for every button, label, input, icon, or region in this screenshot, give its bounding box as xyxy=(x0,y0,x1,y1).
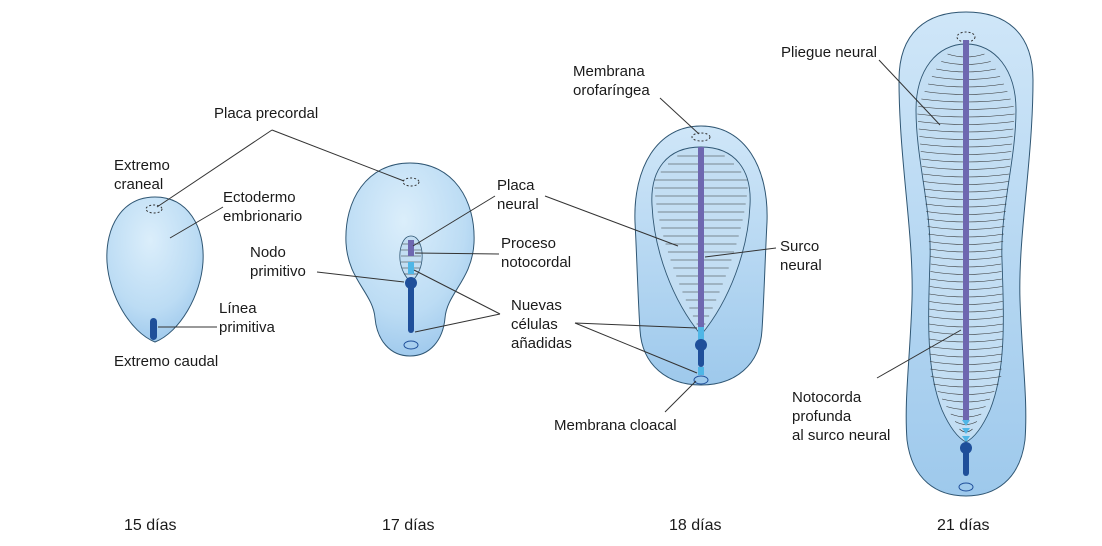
day-label-15: 15 días xyxy=(124,517,177,534)
label-nuevas-line3: añadidas xyxy=(511,335,572,352)
cloacal-membrane-18 xyxy=(693,375,709,385)
label-notocorda-profunda: Notocorda profunda al surco neural xyxy=(792,388,890,445)
label-pliegue-neural: Pliegue neural xyxy=(781,44,877,61)
leader-cloacal xyxy=(664,380,697,413)
streak-tip-18 xyxy=(698,367,704,375)
label-placa-neural-line2: neural xyxy=(497,196,539,213)
label-orofaringea-line1: Membrana xyxy=(573,63,645,80)
label-placa-precordal: Placa precordal xyxy=(214,105,319,122)
label-ectodermo-line2: embrionario xyxy=(223,208,303,225)
leader-nuevas-18a xyxy=(574,322,698,329)
label-placa-neural-line1: Placa xyxy=(497,177,535,194)
label-extremo-craneal-line2: craneal xyxy=(114,176,164,193)
day-label-18: 18 días xyxy=(669,517,722,534)
label-ectodermo-embrionario: Ectodermo embrionario xyxy=(223,188,302,226)
day-label-17: 17 días xyxy=(382,517,435,534)
label-nuevas-line1: Nuevas xyxy=(511,297,562,314)
cloacal-membrane-17 xyxy=(403,340,419,350)
primitive-streak-15 xyxy=(150,318,157,340)
label-surco-line1: Surco xyxy=(780,238,820,255)
label-linea-primitiva: Línea primitiva xyxy=(219,299,275,337)
leader-placa-neural-17 xyxy=(412,195,496,247)
leader-lines xyxy=(156,59,962,413)
leader-nuevas-18b xyxy=(574,322,698,374)
label-nuevas-celulas: Nuevas células añadidas xyxy=(511,296,572,353)
embryo-stage-21 xyxy=(898,11,1034,497)
label-nuevas-line2: células xyxy=(511,316,558,333)
label-ectodermo-line1: Ectodermo xyxy=(223,189,296,206)
label-notocorda-line1: Notocorda xyxy=(792,389,862,406)
label-notocorda-line2: profunda xyxy=(792,408,852,425)
new-cells-18 xyxy=(698,327,704,341)
label-nodo-primitivo: Nodo primitivo xyxy=(250,243,306,281)
primitive-streak-18 xyxy=(698,345,704,367)
leader-pliegue-neural xyxy=(878,59,941,126)
leader-placa-precordal-17 xyxy=(271,129,405,182)
primitive-streak-17 xyxy=(408,283,414,333)
label-extremo-craneal-line1: Extremo xyxy=(114,157,170,174)
notochord-21 xyxy=(963,40,969,420)
leader-orofaringea xyxy=(659,97,700,135)
label-orofaringea-line2: orofaríngea xyxy=(573,82,650,99)
oropharyngeal-membrane-18 xyxy=(691,132,711,142)
label-linea-line2: primitiva xyxy=(219,319,275,336)
label-membrana-orofaringea: Membrana orofaríngea xyxy=(573,62,650,100)
leader-surco-neural xyxy=(704,247,777,258)
label-nodo-line2: primitivo xyxy=(250,263,306,280)
label-surco-line2: neural xyxy=(780,257,822,274)
primitive-streak-21 xyxy=(963,448,969,476)
leader-nuevas-17b xyxy=(414,313,501,333)
leader-placa-precordal-15 xyxy=(156,129,273,208)
embryo-stage-18 xyxy=(634,125,768,386)
leader-proceso-notocordal xyxy=(414,252,500,255)
label-extremo-caudal: Extremo caudal xyxy=(114,353,219,370)
prechordal-plate-17 xyxy=(402,177,420,187)
label-extremo-craneal: Extremo craneal xyxy=(114,156,170,194)
leader-placa-neural-18 xyxy=(544,195,679,247)
leader-notocorda xyxy=(876,329,962,379)
label-surco-neural: Surco neural xyxy=(780,237,822,275)
label-placa-neural: Placa neural xyxy=(497,176,539,214)
leader-nuevas-17a xyxy=(413,269,501,315)
embryo-stage-15 xyxy=(106,196,204,343)
embryo-stage-17 xyxy=(345,162,475,357)
neural-groove-notochord-18 xyxy=(698,147,704,327)
label-nodo-line1: Nodo xyxy=(250,244,286,261)
label-proceso-line2: notocordal xyxy=(501,254,572,271)
label-proceso-line1: Proceso xyxy=(501,235,557,252)
label-proceso-notocordal: Proceso notocordal xyxy=(501,234,571,272)
label-linea-line1: Línea xyxy=(219,300,257,317)
oropharyngeal-membrane-21 xyxy=(956,31,976,43)
notochordal-process-17 xyxy=(408,240,414,256)
prechordal-plate-15 xyxy=(145,204,163,214)
day-label-21: 21 días xyxy=(937,517,990,534)
leader-ectodermo xyxy=(169,206,224,239)
label-membrana-cloacal: Membrana cloacal xyxy=(554,417,677,434)
new-cells-21 xyxy=(962,420,970,442)
cloacal-membrane-21 xyxy=(958,482,974,492)
label-notocorda-line3: al surco neural xyxy=(792,427,891,444)
new-cells-17 xyxy=(408,262,414,274)
leader-nodo-primitivo xyxy=(316,271,405,283)
